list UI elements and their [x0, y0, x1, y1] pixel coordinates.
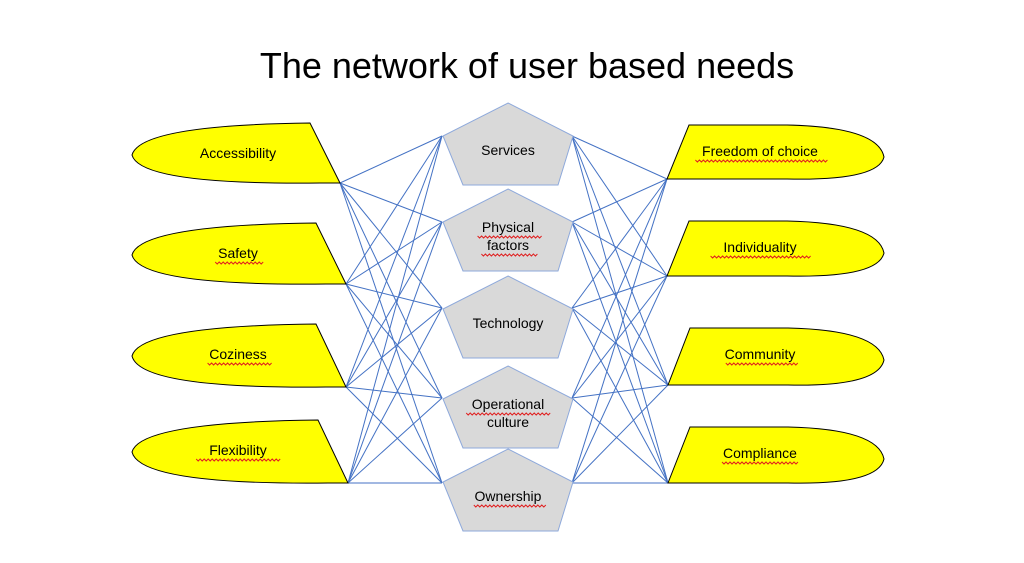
edge-center-4-right-2 — [571, 384, 669, 484]
right-node-label: Individuality — [723, 239, 796, 255]
edge-left-1-center-1 — [345, 221, 443, 285]
center-node-shape — [442, 275, 574, 359]
right-node-label: Freedom of choice — [702, 143, 818, 159]
edge-left-0-center-2 — [339, 182, 443, 309]
left-node-accessibility: Accessibility — [131, 122, 341, 184]
spellcheck-underline — [721, 461, 799, 465]
left-node-shape — [131, 323, 347, 388]
center-node-operational-culture: Operational culture — [442, 365, 574, 449]
center-node-label: Technology — [473, 315, 544, 331]
edge-left-2-center-0 — [345, 135, 443, 388]
center-node-physical-factors: Physical factors — [442, 188, 574, 272]
edge-left-3-center-2 — [347, 307, 443, 484]
edge-left-1-center-4 — [345, 283, 443, 484]
edge-left-1-center-0 — [345, 135, 443, 285]
edge-center-3-right-3 — [571, 397, 669, 484]
spellcheck-underline — [481, 253, 538, 257]
center-node-label: Ownership — [475, 488, 542, 504]
center-node-label: Services — [481, 142, 535, 158]
edge-left-2-center-2 — [345, 307, 443, 388]
left-node-label: Flexibility — [209, 442, 267, 458]
edge-left-3-center-3 — [347, 397, 443, 484]
edge-left-3-center-1 — [347, 221, 443, 484]
edge-left-0-center-1 — [339, 182, 443, 223]
right-node-shape — [666, 220, 885, 277]
edge-center-3-right-0 — [571, 178, 668, 399]
center-node-shape — [442, 365, 574, 449]
edge-left-3-center-0 — [347, 135, 443, 484]
left-node-shape — [131, 419, 349, 484]
left-node-coziness: Coziness — [131, 323, 347, 388]
right-node-community: Community — [667, 327, 885, 386]
edge-left-0-center-4 — [339, 182, 443, 484]
spellcheck-underline — [710, 255, 811, 259]
edge-left-2-center-4 — [345, 386, 443, 484]
edge-center-0-right-2 — [571, 135, 669, 386]
left-node-shape — [131, 222, 347, 285]
spellcheck-underline — [477, 235, 542, 239]
left-node-label: Accessibility — [200, 145, 276, 161]
spellcheck-underline — [195, 458, 281, 462]
spellcheck-underline — [465, 412, 551, 416]
right-node-compliance: Compliance — [667, 426, 885, 484]
edge-left-1-center-3 — [345, 283, 443, 399]
edge-center-1-right-1 — [571, 221, 668, 277]
edge-left-2-center-1 — [345, 221, 443, 388]
right-node-label: Compliance — [723, 445, 797, 461]
edge-center-1-right-2 — [571, 221, 669, 386]
right-node-label: Community — [725, 346, 796, 362]
spellcheck-underline — [207, 362, 272, 366]
edge-left-1-center-2 — [345, 283, 443, 309]
edge-left-0-center-0 — [339, 135, 443, 184]
center-node-technology: Technology — [442, 275, 574, 359]
edge-left-2-center-3 — [345, 386, 443, 399]
edge-center-2-right-0 — [571, 178, 668, 309]
edge-center-2-right-2 — [571, 307, 669, 386]
right-node-individuality: Individuality — [666, 220, 885, 277]
edge-center-2-right-3 — [571, 307, 669, 484]
edge-center-0-right-1 — [571, 135, 668, 277]
edge-center-3-right-2 — [571, 384, 669, 399]
right-node-shape — [666, 124, 885, 180]
right-node-shape — [667, 327, 885, 386]
connection-lines — [339, 135, 669, 484]
left-node-safety: Safety — [131, 222, 347, 285]
slide-title: The network of user based needs — [259, 45, 795, 86]
left-node-flexibility: Flexibility — [131, 419, 349, 484]
center-node-label: culture — [487, 414, 529, 430]
edge-center-4-right-1 — [571, 275, 668, 484]
left-node-label: Coziness — [209, 346, 267, 362]
spellcheck-underline — [695, 159, 828, 163]
center-node-shape — [442, 188, 574, 272]
edge-left-0-center-3 — [339, 182, 443, 399]
edge-center-1-right-0 — [571, 178, 668, 223]
right-node-shape — [667, 426, 885, 484]
edge-center-4-right-0 — [571, 178, 668, 484]
center-node-label: Operational — [472, 396, 544, 412]
center-node-services: Services — [442, 102, 574, 186]
edge-center-3-right-1 — [571, 275, 668, 399]
center-node-label: factors — [487, 237, 529, 253]
edge-center-0-right-0 — [571, 135, 668, 180]
spellcheck-underline — [214, 261, 264, 265]
right-node-freedom-of-choice: Freedom of choice — [666, 124, 885, 180]
edge-center-1-right-3 — [571, 221, 669, 484]
center-node-ownership: Ownership — [442, 448, 574, 532]
spellcheck-underline — [473, 504, 547, 508]
left-node-label: Safety — [218, 245, 258, 261]
center-node-label: Physical — [482, 219, 534, 235]
left-node-shape — [131, 122, 341, 184]
center-node-shape — [442, 102, 574, 186]
center-node-shape — [442, 448, 574, 532]
spellcheck-underline — [725, 362, 799, 366]
edge-center-0-right-3 — [571, 135, 669, 484]
right-needs: Freedom of choiceIndividualityCommunityC… — [666, 124, 885, 484]
edge-center-2-right-1 — [571, 275, 668, 309]
